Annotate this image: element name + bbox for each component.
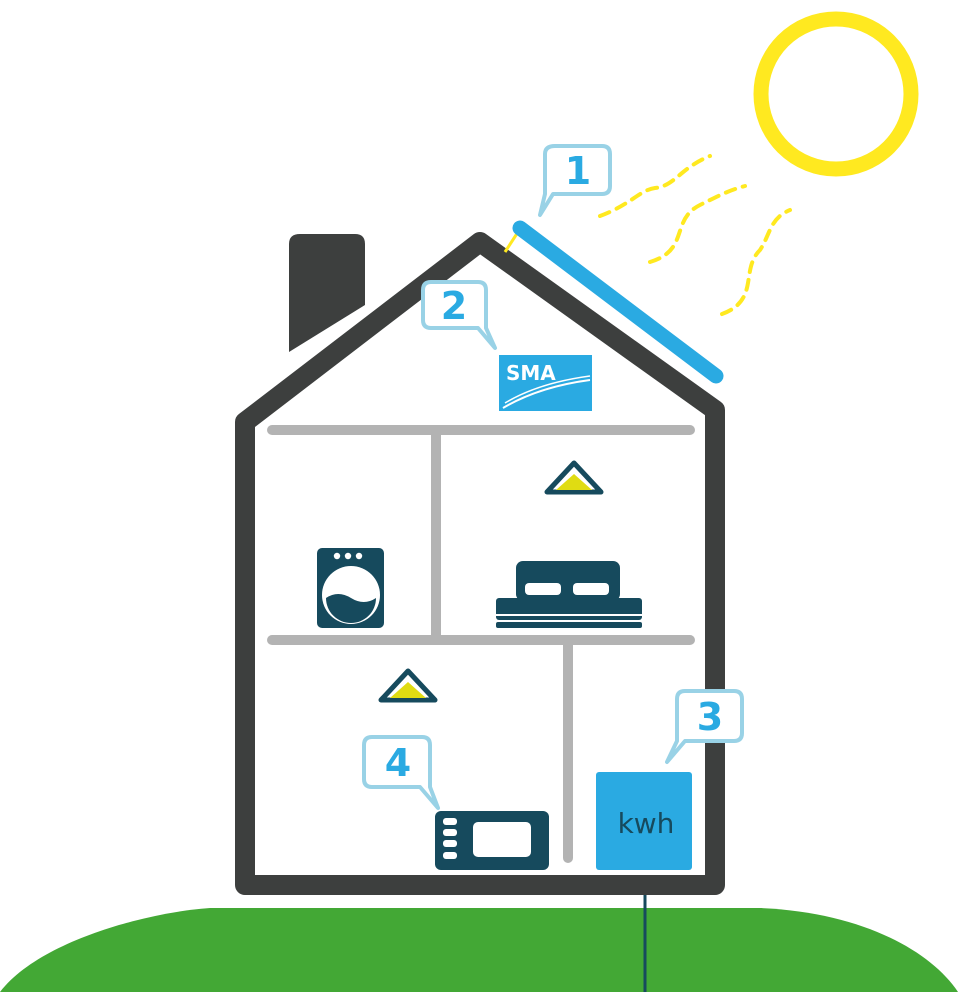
sun-icon (753, 11, 919, 177)
grass-hill (0, 908, 958, 992)
callout-1-number: 1 (565, 149, 591, 193)
smoke-detector-icon (544, 460, 604, 495)
inverter-icon: SMA (499, 355, 592, 411)
callout-4-number: 4 (385, 741, 411, 785)
callout-3: 3 (665, 689, 744, 764)
callout-4: 4 (362, 735, 440, 810)
energy-meter-icon: kwh (596, 772, 692, 870)
house-outline (235, 232, 725, 895)
washing-machine-icon (317, 548, 384, 628)
callout-3-number: 3 (697, 695, 723, 739)
microwave-icon (435, 811, 549, 870)
interior-walls (267, 425, 695, 863)
bed-icon (496, 561, 642, 628)
callout-2-number: 2 (441, 284, 467, 328)
callout-2: 2 (421, 280, 497, 350)
callout-1: 1 (538, 144, 612, 217)
chimney-icon (289, 234, 365, 352)
solar-panel-icon (512, 220, 724, 384)
heat-wave-icon (598, 154, 792, 316)
meter-label: kwh (618, 807, 675, 840)
panel-connector (503, 231, 520, 253)
smoke-detector-icon (378, 668, 438, 703)
inverter-logo-text: SMA (506, 361, 556, 385)
